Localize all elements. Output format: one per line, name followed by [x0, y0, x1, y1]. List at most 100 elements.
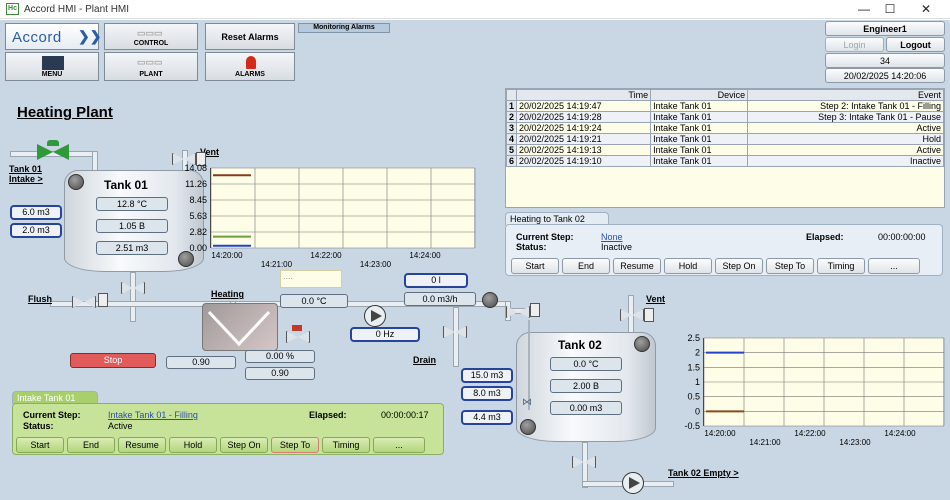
- event-cell: Step 2: Intake Tank 01 - Filling: [747, 100, 944, 112]
- intake-step-on-button[interactable]: Step On: [220, 437, 268, 453]
- heating-current-step-label: Current Step:: [516, 232, 574, 242]
- minimize-button[interactable]: —: [858, 2, 870, 16]
- control-button[interactable]: ▭▭▭ CONTROL: [104, 23, 198, 50]
- intake-resume-button[interactable]: Resume: [118, 437, 166, 453]
- chart-x-tick: 14:22:00: [794, 429, 826, 438]
- drain-label: Drain: [413, 355, 437, 365]
- datetime-display: 20/02/2025 14:20:06: [825, 68, 945, 83]
- reset-alarms-button[interactable]: Reset Alarms: [205, 23, 295, 50]
- event-col-header[interactable]: Time: [516, 89, 652, 101]
- heater-percentage: 0.00 %: [245, 350, 315, 363]
- plant-button[interactable]: ▭▭▭ PLANT: [104, 52, 198, 81]
- agitator-icon: ⋈: [522, 397, 532, 408]
- heater-value-2: 0.90: [245, 367, 315, 380]
- chart-y-tick: 11.26: [185, 179, 207, 189]
- intake-status: Active: [108, 421, 133, 431]
- heating-step-on-button[interactable]: Step On: [715, 258, 763, 274]
- intake-panel: Current Step: Intake Tank 01 - Filling S…: [12, 403, 444, 455]
- heating-hold-button[interactable]: Hold: [664, 258, 712, 274]
- tank02-empty-link[interactable]: Tank 02 Empty >: [668, 468, 739, 478]
- event-col-header[interactable]: Event: [747, 89, 944, 101]
- monitoring-alarms-tab[interactable]: Monitoring Alarms: [298, 23, 390, 33]
- title-bar: Hc Accord HMI - Plant HMI — ☐ ✕: [0, 0, 950, 19]
- intake-current-step[interactable]: Intake Tank 01 - Filling: [108, 410, 198, 420]
- intake-step-to-button[interactable]: Step To: [271, 437, 319, 453]
- flow-rate: 0.0 m3/h: [404, 292, 476, 306]
- chart-x-tick: 14:24:00: [884, 429, 916, 438]
- intake-start-button[interactable]: Start: [16, 437, 64, 453]
- pump-icon[interactable]: [364, 305, 386, 327]
- page-title: Heating Plant: [17, 104, 113, 121]
- login-button[interactable]: Login: [825, 37, 884, 52]
- tank01-outlet-pipe: [130, 272, 136, 322]
- close-button[interactable]: ✕: [920, 2, 932, 16]
- chart-y-tick: 5.63: [189, 211, 207, 221]
- intake-more-button[interactable]: ...: [373, 437, 425, 453]
- heating-input-field[interactable]: ....: [280, 270, 342, 288]
- chart-x-tick: 14:22:00: [310, 251, 342, 260]
- intake-end-button[interactable]: End: [67, 437, 115, 453]
- heating-step-to-button[interactable]: Step To: [766, 258, 814, 274]
- heating-elapsed-label: Elapsed:: [806, 232, 844, 242]
- tank01-volume: 2.51 m3: [96, 241, 168, 255]
- heat-exchanger-icon[interactable]: [202, 303, 278, 351]
- event-cell: 20/02/2025 14:19:28: [516, 111, 652, 123]
- event-cell: Hold: [747, 133, 944, 145]
- heating-more-button[interactable]: ...: [868, 258, 920, 274]
- heating-current-step[interactable]: None: [601, 232, 623, 242]
- heating-status-label: Status:: [516, 242, 547, 252]
- event-cell: 20/02/2025 14:19:10: [516, 155, 652, 167]
- logout-button[interactable]: Logout: [886, 37, 945, 52]
- intake-timing-button[interactable]: Timing: [322, 437, 370, 453]
- stop-button[interactable]: Stop: [70, 353, 156, 368]
- tank02-title: Tank 02: [558, 338, 602, 352]
- intake-hold-button[interactable]: Hold: [169, 437, 217, 453]
- intake-valve-icon[interactable]: [37, 144, 69, 160]
- intake-actuator-icon: [47, 140, 59, 146]
- chart-y-tick: 8.45: [189, 195, 207, 205]
- tank02-vent-actuator-icon: [644, 308, 654, 322]
- heating-resume-button[interactable]: Resume: [613, 258, 661, 274]
- heating-end-button[interactable]: End: [562, 258, 610, 274]
- window-title: Accord HMI - Plant HMI: [24, 4, 130, 15]
- chart-x-tick: 14:21:00: [261, 260, 293, 269]
- tank02-inlet-actuator-icon: [530, 303, 540, 317]
- maximize-button[interactable]: ☐: [884, 2, 896, 16]
- flush-actuator-icon: [98, 293, 108, 307]
- chart-x-tick: 14:20:00: [211, 251, 243, 260]
- menu-button[interactable]: MENU: [5, 52, 99, 81]
- heating-timing-button[interactable]: Timing: [817, 258, 865, 274]
- event-cell: Intake Tank 01: [650, 100, 749, 112]
- event-col-header[interactable]: Device: [650, 89, 749, 101]
- event-cell: 20/02/2025 14:19:13: [516, 144, 652, 156]
- chart-y-tick: 2.5: [687, 333, 700, 343]
- heating-start-button[interactable]: Start: [511, 258, 559, 274]
- event-col-header[interactable]: [505, 89, 518, 101]
- chart-y-tick: 14.08: [184, 163, 207, 173]
- tank01-vent-actuator-icon: [196, 152, 206, 166]
- tank01-pressure: 1.05 B: [96, 219, 168, 233]
- heater-valve-icon[interactable]: [286, 331, 310, 343]
- tank02-outlet-pipe: [582, 442, 588, 488]
- accord-logo[interactable]: Accord ❯❯: [5, 23, 101, 50]
- tank02-agitator-shaft: [528, 320, 530, 410]
- event-cell: Intake Tank 01: [650, 122, 749, 134]
- tank02-temperature: 0.0 °C: [550, 357, 622, 371]
- alarms-button[interactable]: ALARMS: [205, 52, 295, 81]
- alarm-light-icon: [246, 56, 256, 69]
- tank01-intake-link[interactable]: Tank 01 Intake >: [9, 164, 43, 184]
- flush-label: Flush: [28, 294, 52, 304]
- chart-y-tick: 1: [695, 377, 700, 387]
- event-cell: 20/02/2025 14:19:47: [516, 100, 652, 112]
- empty-pump-icon[interactable]: [622, 472, 644, 494]
- tank02-volume: 0.00 m3: [550, 401, 622, 415]
- event-cell: Step 3: Intake Tank 01 - Pause: [747, 111, 944, 123]
